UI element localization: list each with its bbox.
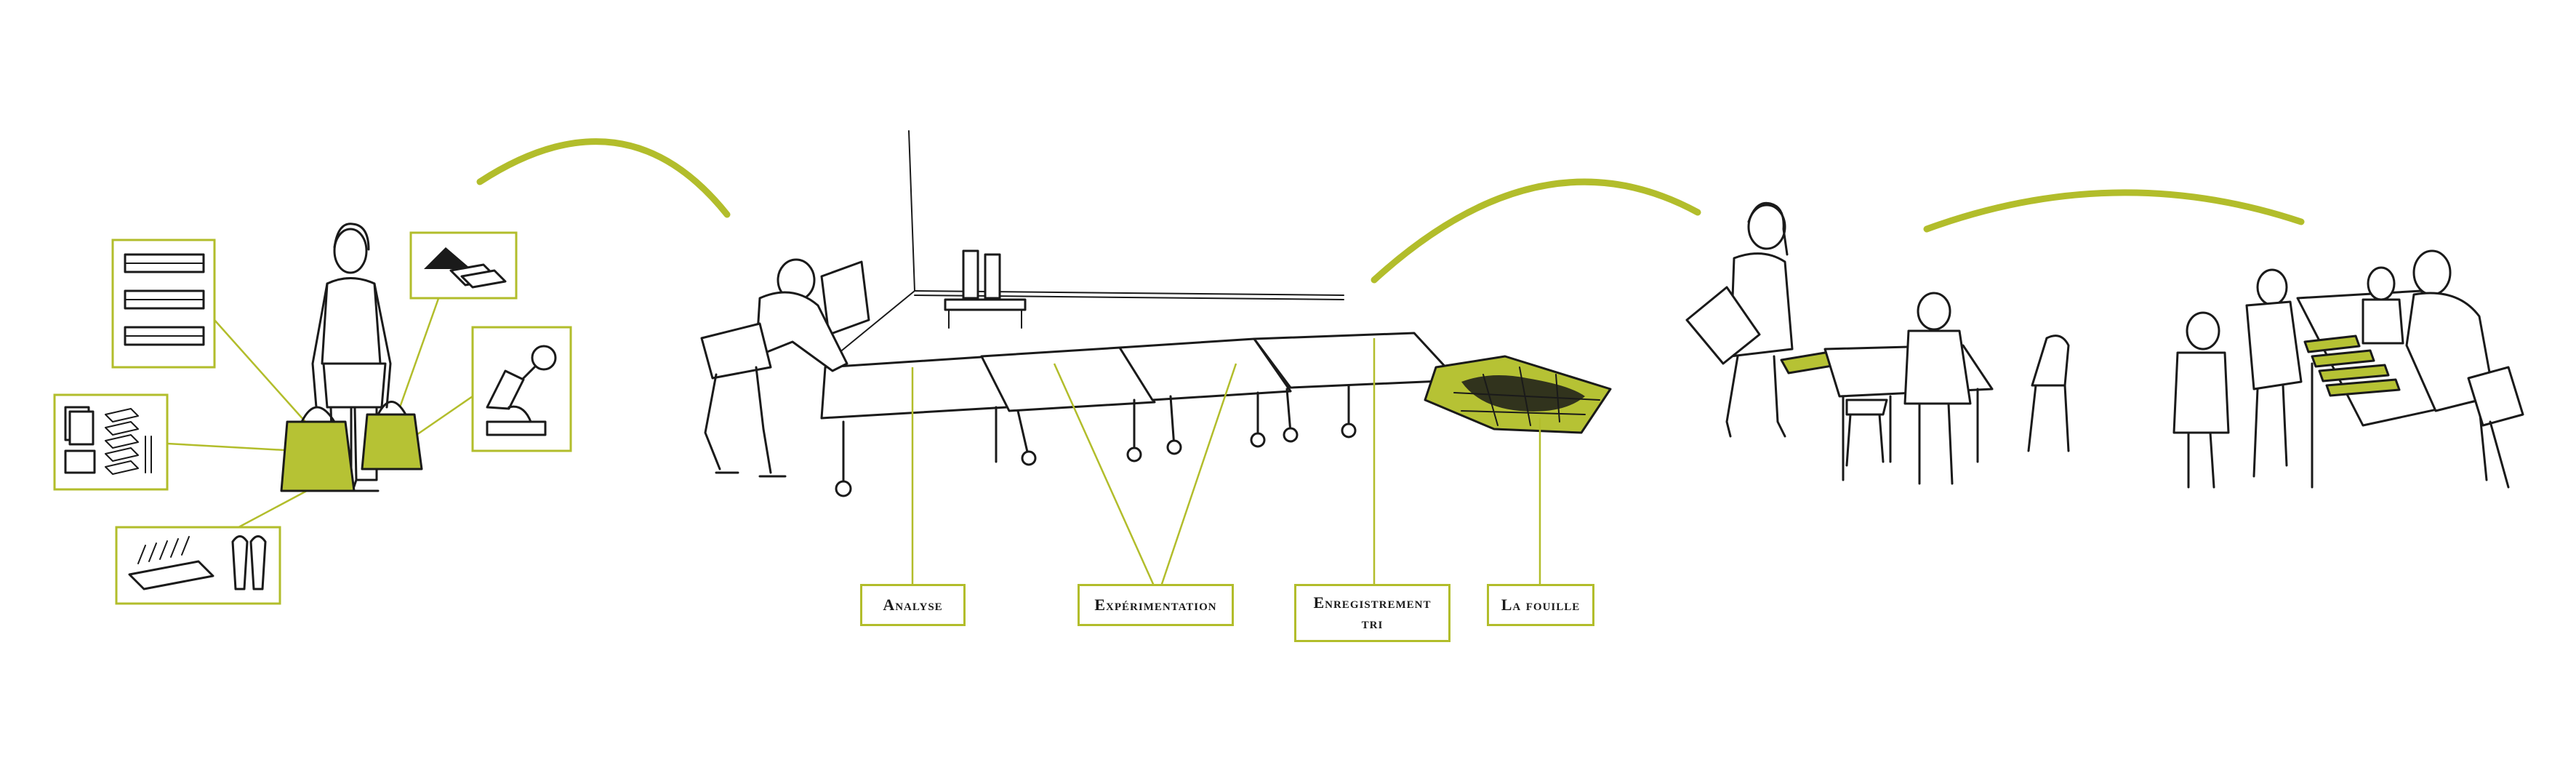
label-la-fouille: La fouille	[1487, 584, 1594, 626]
woman-with-bags	[280, 223, 423, 492]
child-standing	[2172, 311, 2230, 489]
scene-classroom-table	[1685, 201, 2070, 485]
child-at-table	[2245, 268, 2303, 478]
green-trays	[2303, 335, 2401, 397]
scene-equipment-kit	[53, 223, 572, 605]
woman-pushing-table	[700, 258, 848, 478]
transition-arc-1	[476, 138, 731, 218]
tools-box-icon	[115, 526, 281, 605]
excavation-pit	[1424, 355, 1612, 434]
label-experimentation: Expérimentation	[1078, 584, 1234, 626]
label-enregistrement-tri: Enregistrement tri	[1294, 584, 1450, 642]
bench-with-chairs	[944, 249, 1027, 329]
adult-leaning	[2405, 249, 2524, 489]
microscope-box-icon	[471, 326, 572, 452]
label-analyse: Analyse	[860, 584, 966, 626]
scene-group-analysis	[2172, 249, 2524, 489]
cards-box-icon	[53, 393, 169, 491]
woman-with-tray	[1685, 201, 1855, 438]
tables-row	[820, 332, 1459, 497]
child-right	[2362, 266, 2404, 345]
transition-arc-3	[1923, 189, 2305, 233]
scene-workshop-room	[700, 130, 1612, 591]
chairs	[1845, 335, 2070, 467]
soil-samples-box-icon	[409, 231, 518, 300]
child-seated	[1903, 292, 1972, 485]
transition-arc-2	[1371, 178, 1701, 284]
trays-box-icon	[111, 239, 216, 369]
